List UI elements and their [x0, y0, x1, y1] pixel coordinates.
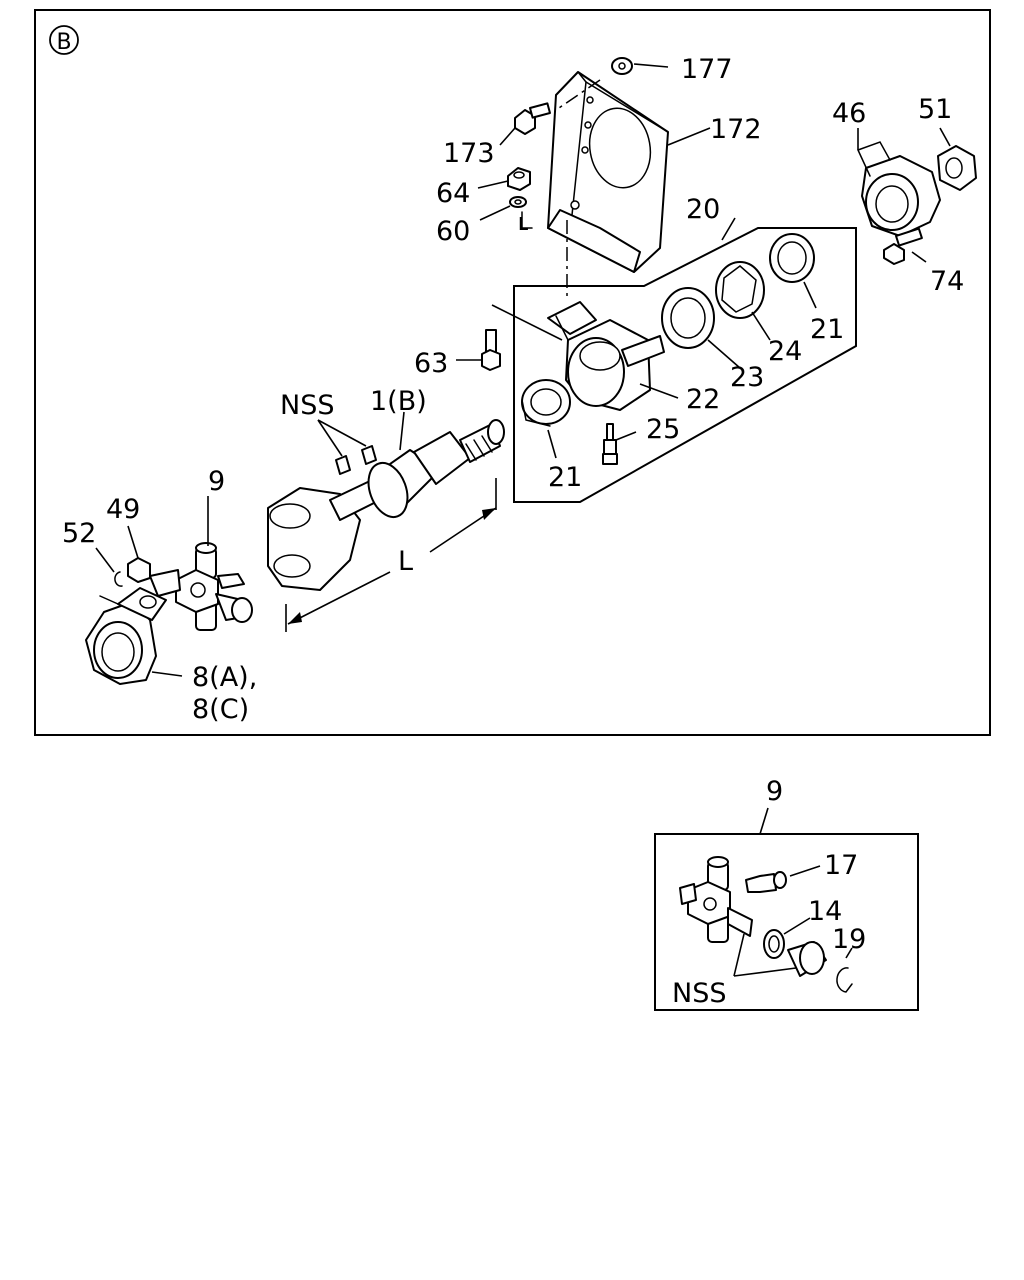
- label-17: 17: [824, 850, 858, 881]
- label-64: 64: [436, 178, 470, 209]
- label-nss-detail: NSS: [672, 978, 726, 1009]
- bearing-cup-19: [787, 941, 853, 993]
- nut-64: [507, 167, 531, 191]
- clip-52: [114, 571, 123, 587]
- label-52: 52: [62, 518, 96, 549]
- nss-clips: [335, 445, 377, 475]
- nut-177: [611, 57, 633, 75]
- nut-49: [127, 557, 151, 583]
- label-60: 60: [436, 216, 470, 247]
- grease-fitting-17: [745, 871, 787, 893]
- label-23: 23: [730, 362, 764, 393]
- label-51: 51: [918, 94, 952, 125]
- ring-24: [715, 261, 765, 319]
- main-frame: [34, 9, 991, 736]
- companion-flange-46: [857, 141, 941, 237]
- label-25: 25: [646, 414, 680, 445]
- detail-frame: [654, 833, 919, 1011]
- label-8c: 8(C): [192, 694, 249, 725]
- label-24: 24: [768, 336, 802, 367]
- seal-21-left: [521, 379, 571, 427]
- washer-60: [509, 196, 527, 208]
- seal-14: [763, 929, 785, 959]
- label-14: 14: [808, 896, 842, 927]
- centerline: [555, 79, 601, 111]
- label-9-main: 9: [208, 466, 225, 497]
- label-dimension-l: L: [398, 546, 413, 577]
- label-46: 46: [832, 98, 866, 129]
- label-8a: 8(A),: [192, 662, 257, 693]
- svg-text:B: B: [56, 30, 71, 55]
- ujoint-detail: [679, 856, 753, 943]
- label-19: 19: [832, 924, 866, 955]
- label-l-bracket: L: [518, 214, 528, 235]
- label-22: 22: [686, 384, 720, 415]
- universal-joint-9: [149, 542, 253, 631]
- flange-yoke-8: [85, 587, 167, 685]
- propeller-shaft-1b: [267, 419, 505, 591]
- grease-fitting-25: [602, 423, 618, 465]
- label-nss-shaft: NSS: [280, 390, 334, 421]
- bolt-74: [883, 227, 923, 265]
- label-21-left: 21: [548, 462, 582, 493]
- view-label: B: [49, 25, 79, 55]
- bearing-23: [661, 287, 715, 349]
- bracket-172: [547, 71, 669, 273]
- nut-51: [937, 145, 977, 191]
- label-172: 172: [710, 114, 762, 145]
- label-173: 173: [443, 138, 495, 169]
- bearing-assembly-outline: [513, 227, 857, 503]
- bolt-173: [514, 102, 551, 135]
- label-9-detail: 9: [766, 776, 783, 807]
- dimension-l: [285, 478, 497, 632]
- seal-21-right: [769, 233, 815, 283]
- label-74: 74: [930, 266, 964, 297]
- center-bearing-22: [547, 301, 665, 411]
- bolt-63: [481, 329, 501, 371]
- label-49: 49: [106, 494, 140, 525]
- label-21-right: 21: [810, 314, 844, 345]
- label-177: 177: [681, 54, 733, 85]
- label-20: 20: [686, 194, 720, 225]
- label-63: 63: [414, 348, 448, 379]
- label-1b: 1(B): [370, 386, 427, 417]
